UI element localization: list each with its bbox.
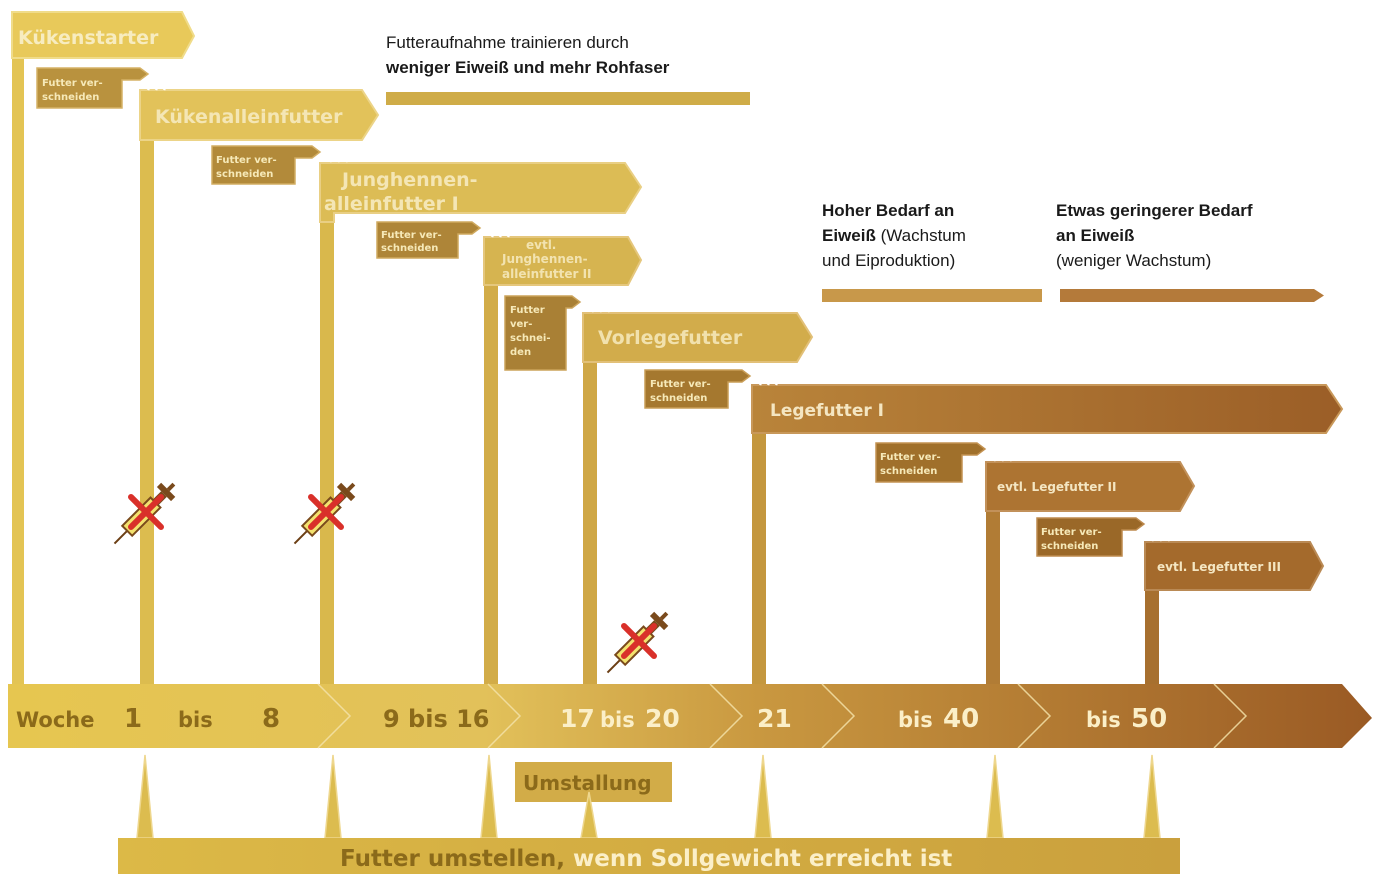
syringe-crossed-icon — [293, 482, 356, 545]
timeline-bis-50: bis — [1086, 708, 1121, 732]
label-junghennen-1a: Junghennen- — [340, 169, 478, 191]
tag-text: Futter ver- — [880, 452, 941, 463]
label-junghennen-2c: alleinfutter II — [502, 267, 592, 281]
timeline-9-16: 9 bis 16 — [383, 705, 490, 733]
stem-kuekenalleinfutter — [140, 125, 154, 685]
tag-text: ver- — [510, 319, 532, 330]
note-bar-mid — [822, 289, 1042, 302]
tag-text: schneiden — [216, 169, 273, 180]
tag-text: schneiden — [42, 92, 99, 103]
timeline-50: 50 — [1131, 704, 1167, 734]
feed-labels: Kükenstarter Kükenalleinfutter Junghenne… — [18, 27, 1281, 574]
note-mid: Hoher Bedarf an Eiweiß (Wachstum und Eip… — [822, 198, 966, 273]
feed-arrows — [11, 11, 1344, 591]
label-kuekenstarter: Kükenstarter — [18, 27, 159, 49]
stem-junghennen-1 — [320, 200, 334, 685]
timeline-bis-17: bis — [600, 708, 635, 732]
label-legefutter-3: evtl. Legefutter III — [1157, 560, 1281, 574]
bottom-text-part1: Futter umstellen, — [340, 846, 565, 872]
tag-verschneiden-5 — [644, 369, 752, 409]
tag-text: Futter ver- — [216, 155, 277, 166]
hatch-marks — [146, 79, 1174, 542]
stem-kuekenstarter — [12, 45, 24, 685]
umstallung-label: Umstallung — [523, 771, 652, 795]
timeline-bis-1: bis — [178, 708, 213, 732]
timeline-21: 21 — [757, 704, 792, 733]
bottom-bar: Futter umstellen, wenn Sollgewicht errei… — [118, 754, 1180, 874]
tag-verschneiden-4 — [504, 295, 582, 371]
transition-tags — [36, 67, 1146, 557]
label-kuekenalleinfutter: Kükenalleinfutter — [155, 106, 343, 128]
bottom-bar-text: Futter umstellen, wenn Sollgewicht errei… — [340, 846, 952, 872]
syringe-crossed-icon — [113, 482, 176, 545]
timeline-1: 1 — [124, 704, 142, 734]
note-top-line1: Futteraufnahme trainieren durch — [386, 33, 629, 52]
bottom-bar-background — [118, 838, 1180, 874]
label-legefutter-1: Legefutter I — [770, 401, 884, 421]
tag-verschneiden-1 — [36, 67, 150, 109]
tag-text: schnei- — [510, 333, 550, 344]
arrow-legefutter-3 — [1144, 541, 1325, 591]
note-top-line2: weniger Eiweiß und mehr Rohfaser — [386, 58, 670, 77]
tag-text: den — [510, 347, 531, 358]
timeline-40: 40 — [943, 704, 979, 734]
tag-text: schneiden — [880, 466, 937, 477]
tag-verschneiden-6 — [875, 442, 987, 483]
note-right-line2: an Eiweiß — [1056, 226, 1135, 245]
tag-text: Futter ver- — [381, 230, 442, 241]
tag-text: schneiden — [650, 393, 707, 404]
tag-text: Futter ver- — [42, 78, 103, 89]
note-mid-bold: Eiweiß — [822, 226, 876, 245]
label-vorlegefutter: Vorlegefutter — [598, 327, 743, 349]
note-right: Etwas geringerer Bedarf an Eiweiß (wenig… — [1056, 198, 1253, 273]
arrow-legefutter-2 — [985, 461, 1196, 512]
timeline-bis-40: bis — [898, 708, 933, 732]
label-junghennen-2a: evtl. — [526, 238, 556, 252]
note-bar-top — [386, 92, 750, 105]
note-mid-text: (Wachstum — [875, 226, 966, 245]
umstallung-box: Umstallung — [515, 762, 672, 802]
tag-text: Futter ver- — [1041, 527, 1102, 538]
tag-verschneiden-2 — [211, 145, 322, 185]
bottom-text-part2: wenn Sollgewicht erreicht ist — [565, 846, 952, 872]
timeline-20: 20 — [645, 704, 680, 733]
note-mid-line2: Eiweiß (Wachstum — [822, 223, 966, 248]
stem-legefutter-2 — [986, 466, 1000, 685]
note-top: Futteraufnahme trainieren durch weniger … — [386, 30, 669, 80]
label-junghennen-1b: alleinfutter I — [324, 193, 459, 215]
umstallung-background — [515, 762, 672, 802]
syringe-crossed-icon — [606, 611, 669, 674]
stem-legefutter-1 — [752, 395, 766, 685]
note-mid-line3: und Eiproduktion) — [822, 251, 956, 270]
label-legefutter-2: evtl. Legefutter II — [997, 480, 1116, 494]
stem-junghennen-2 — [484, 258, 498, 685]
timeline: Woche 1 bis 8 9 bis 16 17 bis 20 21 bis … — [8, 683, 1372, 749]
note-mid-line1: Hoher Bedarf an — [822, 201, 955, 220]
timeline-bar — [8, 684, 1372, 748]
tag-text: Futter ver- — [650, 379, 711, 390]
arrow-kuekenstarter — [11, 11, 196, 59]
timeline-17: 17 — [560, 704, 595, 733]
note-right-line1: Etwas geringerer Bedarf — [1056, 201, 1253, 220]
tag-labels: Futter ver- schneiden Futter ver- schnei… — [42, 78, 1102, 552]
tag-text: Futter — [510, 305, 545, 316]
arrow-junghennen-2 — [483, 236, 643, 286]
label-junghennen-2b: Junghennen- — [501, 252, 588, 266]
note-bar-right — [1060, 289, 1324, 302]
tag-verschneiden-3 — [376, 221, 482, 259]
tag-verschneiden-7 — [1036, 517, 1146, 557]
arrow-legefutter-1 — [751, 384, 1344, 434]
tag-text: schneiden — [1041, 541, 1098, 552]
tag-text: schneiden — [381, 243, 438, 254]
note-right-line3: (weniger Wachstum) — [1056, 251, 1212, 270]
arrow-junghennen-1 — [319, 162, 643, 223]
arrow-kuekenalleinfutter — [139, 89, 380, 141]
stem-vorlegefutter — [583, 338, 597, 685]
arrow-vorlegefutter — [582, 312, 814, 363]
timeline-8: 8 — [262, 704, 280, 734]
note-bars — [386, 92, 1324, 302]
timeline-woche: Woche — [16, 708, 94, 732]
